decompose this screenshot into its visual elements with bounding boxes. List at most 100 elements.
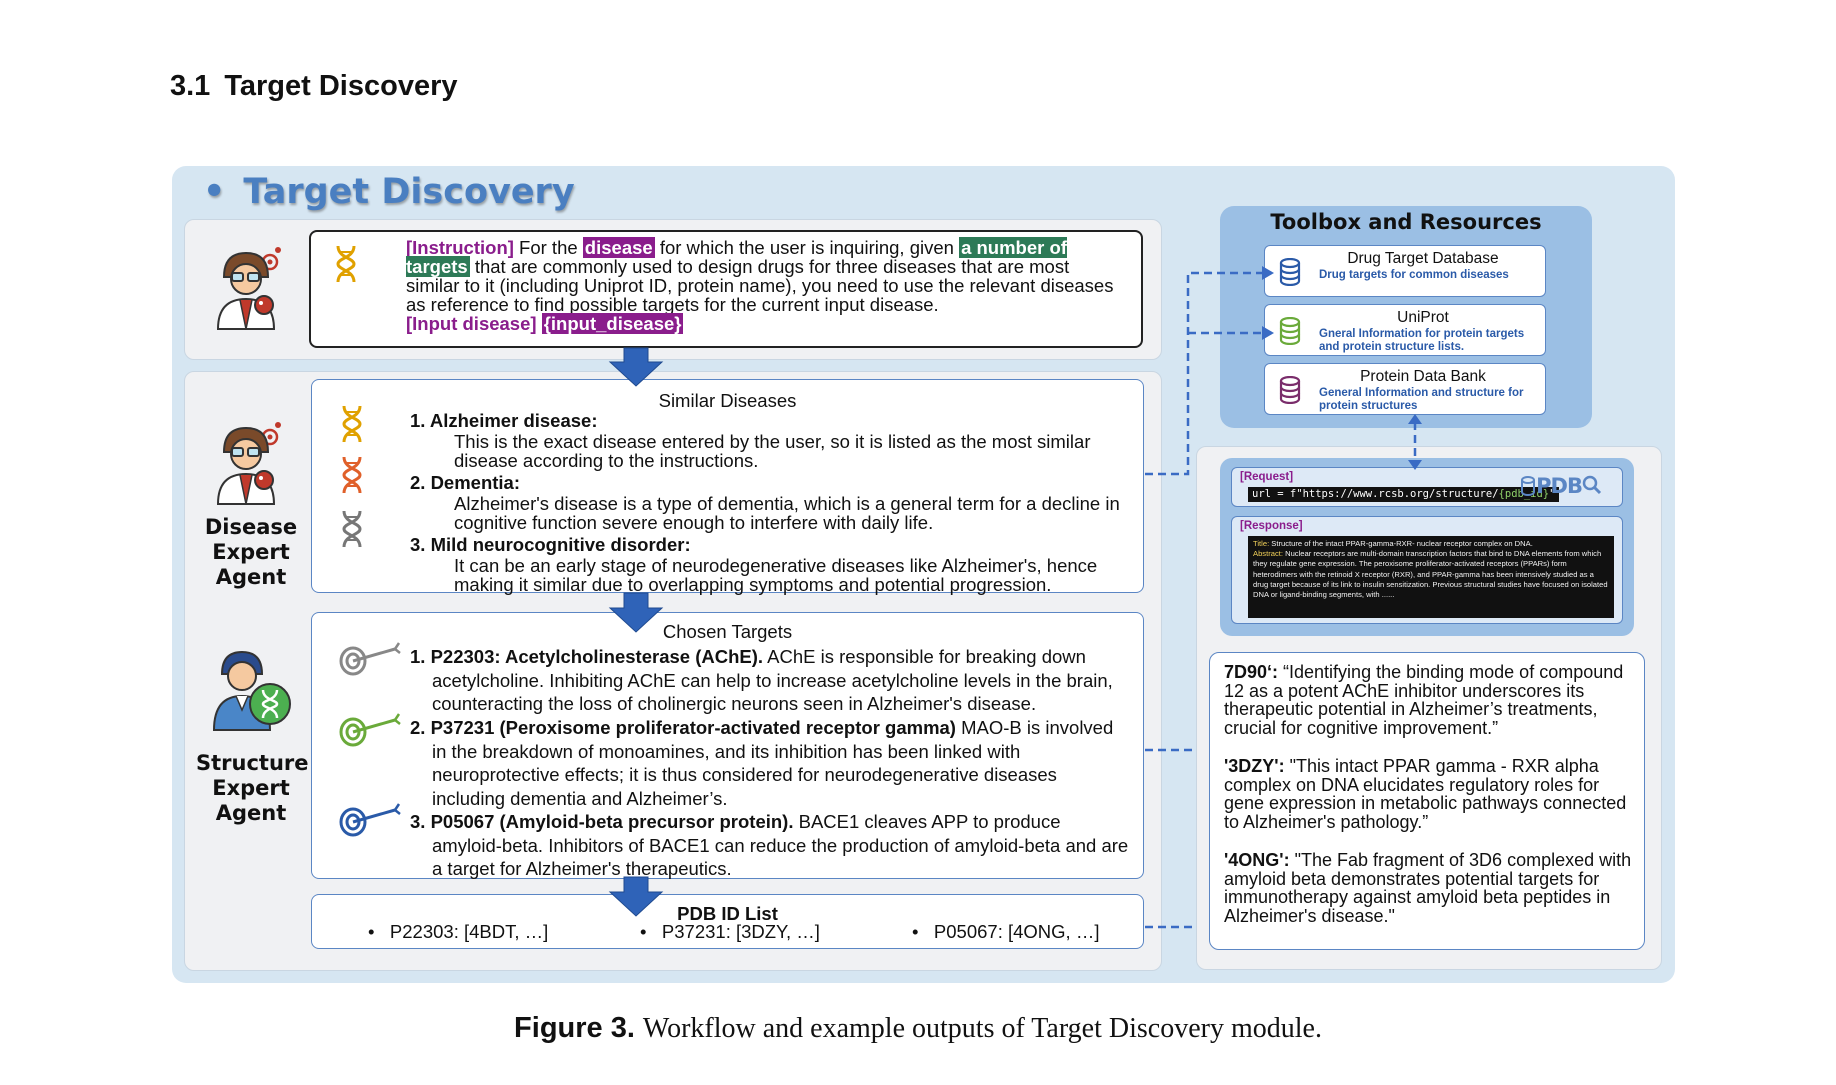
response-text: Title: Structure of the intact PPAR-gamm… bbox=[1248, 536, 1614, 618]
pdb-id: '4ONG': bbox=[1224, 850, 1290, 870]
response-abstract: Nuclear receptors are multi-domain trans… bbox=[1253, 549, 1608, 600]
target-reason: AChE is responsible for breaking down ac… bbox=[432, 646, 1113, 714]
dna-icon bbox=[336, 245, 356, 283]
dna-icon bbox=[342, 456, 362, 494]
target-icon bbox=[339, 803, 401, 837]
response-key: Abstract: bbox=[1253, 549, 1283, 559]
response-title: Structure of the intact PPAR-gamma-RXR- … bbox=[1269, 539, 1533, 548]
highlight-disease: disease bbox=[582, 237, 655, 258]
agent-label-line: Structure bbox=[196, 751, 309, 775]
request-url-end: " bbox=[1549, 488, 1556, 500]
similar-disease-name: 3. Mild neurocognitive disorder: bbox=[410, 534, 691, 555]
agent-label-line: Agent bbox=[215, 565, 287, 589]
pdb-id-list-text: P05067: [4ONG, …] bbox=[933, 921, 1100, 942]
pdb-id-list-title: PDB ID List bbox=[677, 903, 778, 924]
panel-title-text: Target Discovery bbox=[243, 172, 575, 212]
target-item: 2. P37231 (Peroxisome proliferator-activ… bbox=[410, 716, 1130, 810]
dna-icon bbox=[342, 405, 362, 443]
target-item: 3. P05067 (Amyloid-beta precursor protei… bbox=[410, 810, 1130, 881]
toolbox-title: Toolbox and Resources bbox=[1270, 210, 1542, 234]
dashed-connector bbox=[1145, 271, 1262, 476]
pdb-quotes-box: 7D90‘: “Identifying the binding mode of … bbox=[1209, 652, 1645, 950]
pdb-id-list-text: P22303: [4BDT, …] bbox=[389, 921, 549, 942]
section-title: Target Discovery bbox=[224, 70, 458, 102]
chosen-targets-title: Chosen Targets bbox=[662, 621, 793, 642]
similar-disease-item: 2. Dementia: Alzheimer's disease is a ty… bbox=[410, 472, 1154, 532]
similar-disease-item: 3. Mild neurocognitive disorder: It can … bbox=[410, 534, 1154, 594]
response-label: [Response] bbox=[1240, 520, 1303, 532]
pdb-id: '3DZY': bbox=[1224, 756, 1285, 776]
caption-label: Figure 3. bbox=[514, 1012, 635, 1044]
target-name: 1. P22303: Acetylcholinesterase (AChE). bbox=[410, 646, 764, 667]
resource-protein-data-bank: Protein Data Bank General Information an… bbox=[1264, 363, 1546, 415]
chosen-targets-box: Chosen Targets 1. P22303: Acetylcholines… bbox=[311, 612, 1144, 879]
request-code: url = f"https://www.rcsb.org/structure/{… bbox=[1248, 487, 1560, 502]
flow-arrow bbox=[608, 876, 664, 917]
similar-disease-reason: Alzheimer's disease is a type of dementi… bbox=[454, 493, 1120, 533]
panel-title-bullet: • bbox=[203, 172, 226, 212]
database-icon bbox=[1279, 376, 1301, 404]
arrowhead bbox=[1262, 326, 1274, 340]
researcher-icon bbox=[216, 247, 281, 330]
similar-disease-item: 1. Alzheimer disease: This is the exact … bbox=[410, 410, 1154, 470]
structure-expert-agent-label: Structure Expert Agent bbox=[196, 751, 309, 826]
similar-diseases-box: Similar Diseases 1. Alzheimer disease: T… bbox=[311, 379, 1144, 594]
agent-label-line: Expert bbox=[212, 776, 290, 800]
resource-uniprot: UniProt Gneral Information for protein t… bbox=[1264, 304, 1546, 356]
structure-expert-icon bbox=[212, 650, 291, 731]
pdb-quote: '3DZY': "This intact PPAR gamma - RXR al… bbox=[1224, 757, 1634, 832]
agent-label-line: Agent bbox=[215, 801, 287, 825]
pdb-quote-text: "This intact PPAR gamma - RXR alpha comp… bbox=[1224, 756, 1627, 833]
instruction-text-part: For the bbox=[513, 237, 583, 258]
target-icon bbox=[339, 642, 401, 676]
pdb-id-list-item: • P37231: [3DZY, …] bbox=[640, 921, 820, 942]
agent-label-line: Expert bbox=[212, 540, 290, 564]
database-icon bbox=[1279, 317, 1301, 345]
pdb-logo-text: PDB bbox=[1536, 474, 1583, 498]
pdb-logo: PDB bbox=[1520, 474, 1602, 498]
resource-description: Gneral Information for protein targets a… bbox=[1319, 328, 1525, 353]
figure-caption: Figure 3.Workflow and example outputs of… bbox=[0, 1012, 1836, 1045]
pdb-quote: 7D90‘: “Identifying the binding mode of … bbox=[1224, 663, 1634, 738]
database-icon bbox=[1279, 258, 1301, 286]
target-item: 1. P22303: Acetylcholinesterase (AChE). … bbox=[410, 645, 1130, 716]
request-label: [Request] bbox=[1240, 471, 1294, 483]
disease-expert-icon bbox=[216, 422, 281, 505]
similar-diseases-title: Similar Diseases bbox=[658, 390, 797, 411]
disease-expert-agent-label: Disease Expert Agent bbox=[196, 515, 306, 590]
section-heading: 3.1 Target Discovery bbox=[170, 70, 458, 103]
input-disease-tag: [Input disease] bbox=[406, 313, 537, 334]
request-url: url = f"https://www.rcsb.org/structure/ bbox=[1252, 488, 1499, 500]
database-icon bbox=[1521, 476, 1536, 496]
instruction-text: [Instruction] For the disease for which … bbox=[406, 237, 1126, 334]
pdb-id-list-item: • P05067: [4ONG, …] bbox=[912, 921, 1100, 942]
pdb-quote-text: “Identifying the binding mode of compoun… bbox=[1224, 662, 1624, 739]
dna-icon bbox=[342, 510, 362, 548]
similar-disease-name: 1. Alzheimer disease: bbox=[410, 410, 598, 431]
similar-disease-reason: This is the exact disease entered by the… bbox=[454, 431, 1091, 471]
target-reason: MAO-B is involved in the breakdown of mo… bbox=[432, 717, 1114, 809]
response-key: Title: bbox=[1253, 539, 1270, 548]
resource-name: UniProt bbox=[1397, 309, 1449, 326]
resource-name: Protein Data Bank bbox=[1360, 368, 1486, 385]
pdb-id-list-text: P37231: [3DZY, …] bbox=[661, 921, 820, 942]
pdb-id-list-box: PDB ID List • P22303: [4BDT, …] • P37231… bbox=[311, 894, 1144, 949]
resource-name: Drug Target Database bbox=[1347, 250, 1499, 267]
pdb-quote-text: "The Fab fragment of 3D6 complexed with … bbox=[1224, 850, 1632, 927]
input-disease-variable: {input_disease} bbox=[541, 313, 684, 334]
resource-drug-target-database: Drug Target Database Drug targets for co… bbox=[1264, 245, 1546, 297]
arrowhead bbox=[1408, 414, 1422, 424]
section-number: 3.1 bbox=[170, 70, 211, 102]
instruction-text-part: that are commonly used to design drugs f… bbox=[406, 256, 1114, 315]
agent-label-line: Disease bbox=[204, 515, 298, 539]
pdb-id-list-item: • P22303: [4BDT, …] bbox=[368, 921, 549, 942]
target-name: 2. P37231 (Peroxisome proliferator-activ… bbox=[410, 717, 956, 738]
resource-description: General Information and structure for pr… bbox=[1319, 387, 1524, 412]
response-box: [Response] Title: Structure of the intac… bbox=[1231, 516, 1623, 624]
arrowhead bbox=[1408, 460, 1422, 470]
flow-arrow bbox=[608, 347, 664, 387]
magnifier-icon bbox=[1582, 475, 1602, 495]
instruction-tag: [Instruction] bbox=[406, 237, 514, 258]
panel-title: • Target Discovery bbox=[203, 172, 575, 212]
